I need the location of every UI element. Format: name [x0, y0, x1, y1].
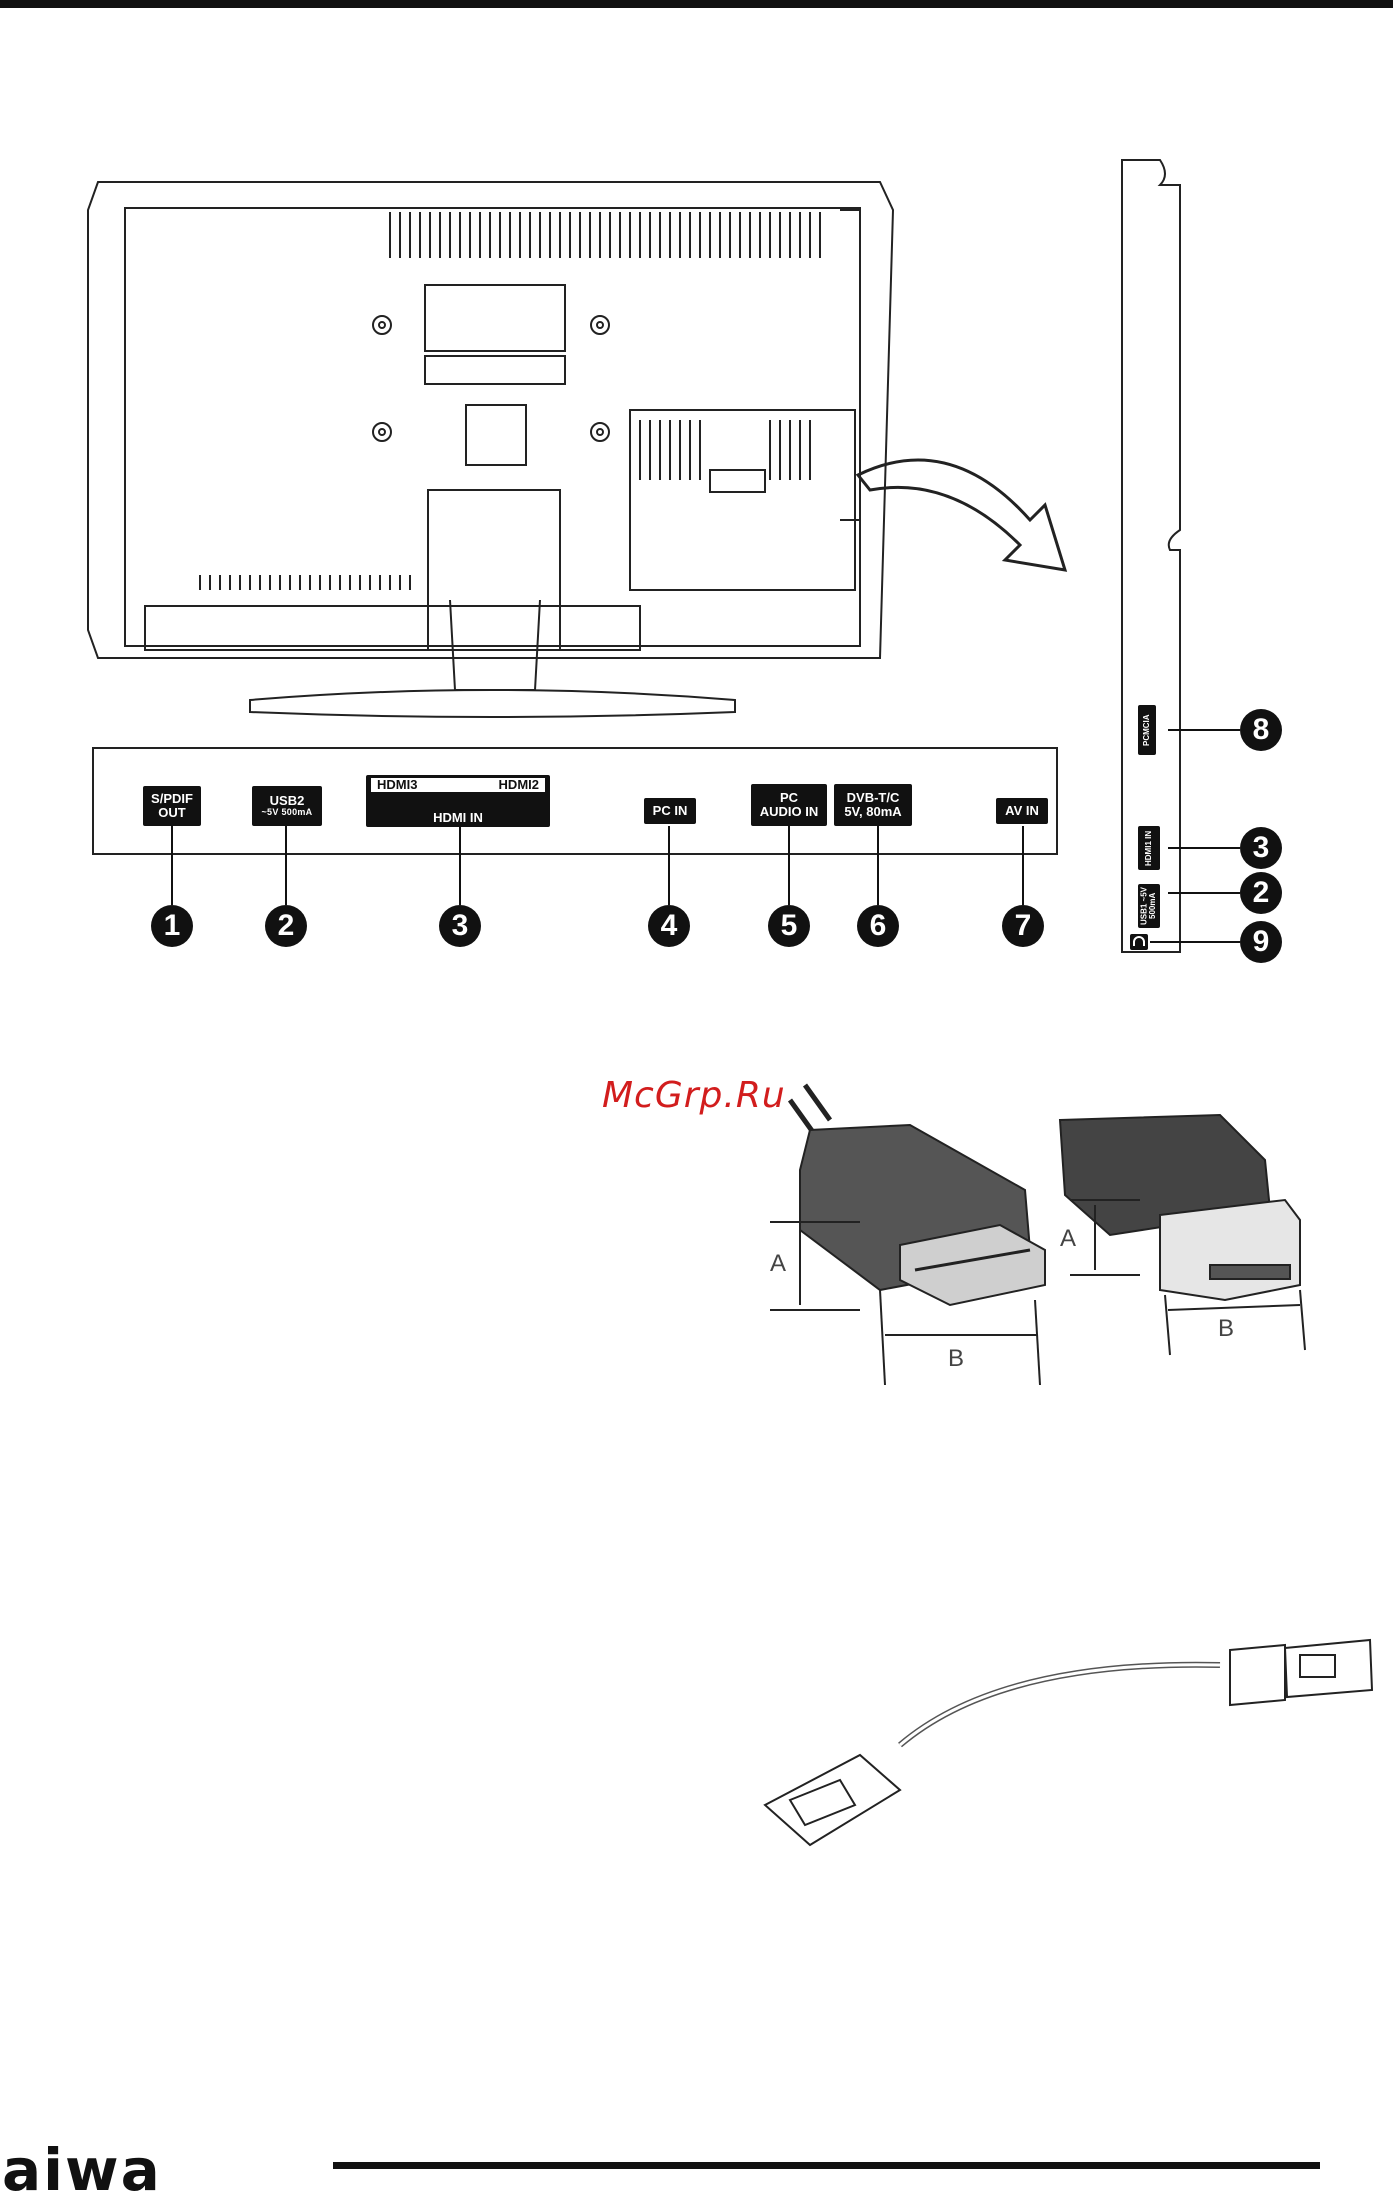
callout-5: 5	[768, 905, 810, 947]
callout-3: 3	[439, 905, 481, 947]
usb-plug-male	[1230, 1645, 1285, 1705]
av-in-label: AV IN	[996, 798, 1048, 824]
spdif-line2: OUT	[158, 806, 185, 820]
pc-in-label: PC IN	[644, 798, 696, 824]
av-in-text: AV IN	[1005, 804, 1039, 818]
callout-9: 9	[1240, 921, 1282, 963]
callout-6: 6	[857, 905, 899, 947]
watermark-text: McGrp.Ru	[602, 1075, 786, 1116]
usb2-line1: USB2	[270, 794, 305, 808]
pc-audio-line2: AUDIO IN	[760, 805, 819, 819]
dim-b-dp: B	[1218, 1315, 1234, 1343]
tv-back-inner	[125, 208, 860, 646]
spdif-out-label: S/PDIF OUT	[143, 786, 201, 826]
dvb-tc-label: DVB-T/C 5V, 80mA	[834, 784, 912, 826]
vesa-plate-2	[425, 356, 565, 384]
rear-connector-strip	[93, 748, 1057, 854]
rotate-arrow	[858, 460, 1065, 570]
pc-in-text: PC IN	[653, 804, 688, 818]
dim-b-hdmi: B	[948, 1345, 964, 1373]
dp-plug-tip	[1160, 1200, 1300, 1300]
brand-logo: aiwa	[2, 2136, 162, 2204]
hdmi-in-text: HDMI IN	[433, 811, 483, 825]
callout-2: 2	[265, 905, 307, 947]
pcmcia-label: PCMCIA	[1138, 705, 1156, 755]
usb2-label: USB2 ~5V 500mA	[252, 786, 322, 826]
spdif-line1: S/PDIF	[151, 792, 193, 806]
callout-2-side: 2	[1240, 872, 1282, 914]
hdmi-cable	[790, 1085, 830, 1135]
footer-rule	[333, 2162, 1320, 2169]
dvb-line2: 5V, 80mA	[844, 805, 901, 819]
hdmi3-label: HDMI3	[377, 778, 417, 792]
hdmi-in-label: HDMI3 HDMI2 HDMI IN	[366, 775, 550, 827]
headphone-icon	[1130, 934, 1148, 950]
callout-1: 1	[151, 905, 193, 947]
hdmi1-in-label: HDMI1 IN	[1138, 826, 1160, 870]
hdmi2-label: HDMI2	[499, 778, 539, 792]
usb-plug-female	[765, 1755, 900, 1845]
callout-3-side: 3	[1240, 827, 1282, 869]
connector-cover	[630, 410, 855, 590]
callout-8: 8	[1240, 709, 1282, 751]
vesa-plate-1	[425, 285, 565, 351]
pc-audio-in-label: PC AUDIO IN	[751, 784, 827, 826]
callout-7: 7	[1002, 905, 1044, 947]
dim-a-dp: A	[1060, 1225, 1076, 1253]
stand-base	[250, 690, 735, 717]
stand-neck	[428, 490, 560, 650]
dim-a-hdmi: A	[770, 1250, 786, 1278]
pc-audio-line1: PC	[780, 791, 798, 805]
callout-4: 4	[648, 905, 690, 947]
usb1-label: USB1 ~5V 500mA	[1138, 884, 1160, 928]
dvb-line1: DVB-T/C	[847, 791, 900, 805]
usb2-line2: ~5V 500mA	[262, 808, 313, 817]
